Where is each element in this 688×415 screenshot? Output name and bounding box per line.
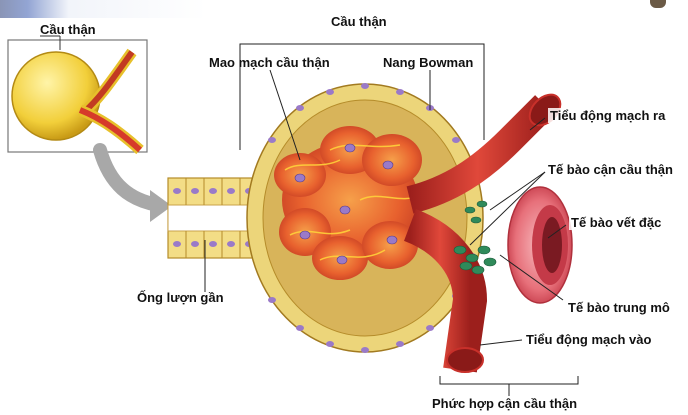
juxtaglomerular-complex-label: Phức hợp cận cầu thận <box>432 396 578 411</box>
capillary-label: Mao mạch cầu thận <box>209 55 330 70</box>
inset-artery-in <box>78 107 143 153</box>
inset-panel <box>7 35 148 155</box>
inset-glomerulus-ball <box>11 51 101 141</box>
pointer-arrow-head <box>150 190 172 222</box>
afferent-arteriole <box>403 209 488 373</box>
mesangial-cells-label: Tế bào trung mô <box>566 300 672 315</box>
glomerulus-title-label: Cầu thận <box>331 14 387 29</box>
efferent-arteriole-label: Tiểu động mạch ra <box>548 108 668 123</box>
juxtaglomerular-cells <box>453 200 497 275</box>
pointer-arrow-shaft <box>93 143 165 212</box>
window-top-strip <box>0 0 688 18</box>
proximal-tubule-label: Ống lượn gần <box>137 290 224 305</box>
macula-densa-label: Tế bào vết đặc <box>569 215 664 230</box>
bowman-capsule-label: Nang Bowman <box>383 55 474 70</box>
inset-title-label: Cầu thận <box>40 22 96 37</box>
corner-knob-icon <box>650 0 666 8</box>
glomerular-capillaries <box>274 126 422 280</box>
leader-lines <box>204 43 579 396</box>
juxtaglomerular-cells-label: Tế bào cận cầu thận <box>546 162 675 177</box>
afferent-arteriole-label: Tiểu động mạch vào <box>524 332 654 347</box>
macula-densa <box>507 186 573 304</box>
